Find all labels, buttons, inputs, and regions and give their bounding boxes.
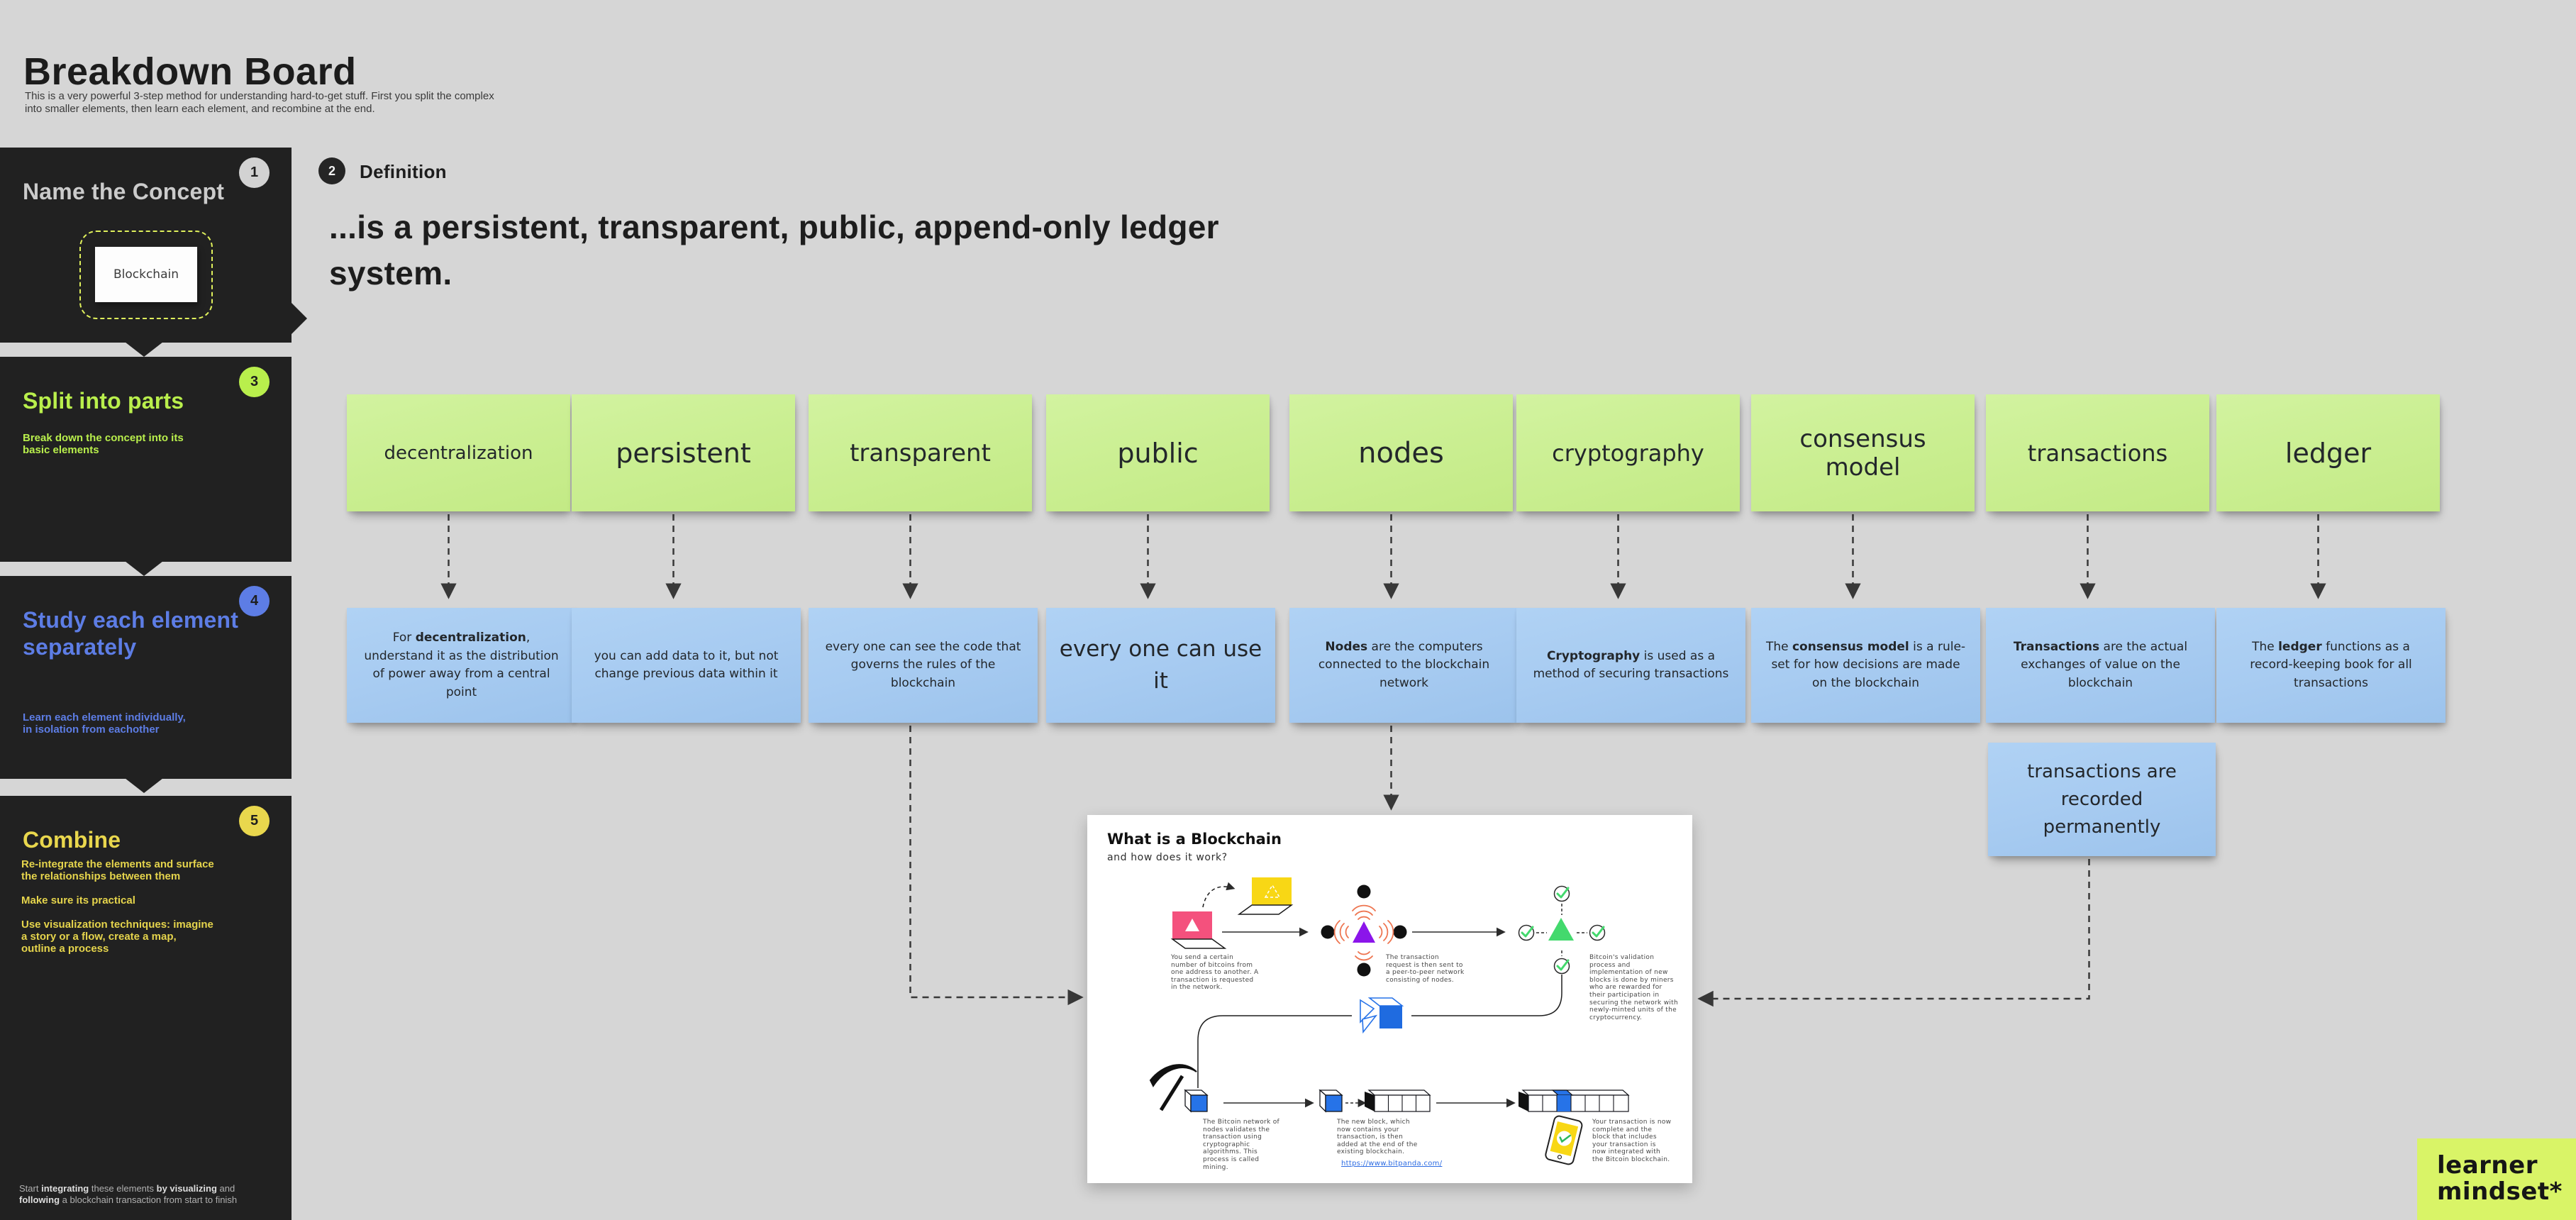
concept-sticky-cryptography[interactable]: cryptography bbox=[1516, 394, 1740, 511]
integration-hint: Start integrating these elements by visu… bbox=[19, 1183, 238, 1205]
infographic-caption: Bitcoin's validation process and impleme… bbox=[1589, 954, 1678, 1021]
new-block-cube-icon bbox=[1360, 997, 1404, 1034]
sender-laptop-icon bbox=[1170, 911, 1227, 949]
chevron-down-icon bbox=[125, 561, 163, 576]
concept-sticky-decentralization[interactable]: decentralization bbox=[347, 394, 570, 511]
blockchain-infographic[interactable]: What is a Blockchain and how does it wor… bbox=[1087, 815, 1692, 1183]
definition-text[interactable]: ...is a persistent, transparent, public,… bbox=[329, 209, 1219, 292]
p2p-network-icon bbox=[1321, 884, 1407, 977]
description-sticky-transparent[interactable]: every one can see the code that governs … bbox=[809, 608, 1038, 723]
step-title: Combine bbox=[23, 826, 121, 853]
concept-sticky-public[interactable]: public bbox=[1046, 394, 1270, 511]
chevron-down-icon bbox=[125, 342, 163, 357]
step-title: Split into parts bbox=[23, 387, 184, 414]
description-sticky-persistent[interactable]: you can add data to it, but not change p… bbox=[572, 608, 801, 723]
blockchain-chain-icon bbox=[1365, 1089, 1431, 1112]
step-panel-name-the-concept: Name the Concept 1 Blockchain bbox=[0, 148, 307, 343]
arrow-right-notch-icon bbox=[292, 303, 307, 334]
description-sticky-decentralization[interactable]: For decentralization, understand it as t… bbox=[347, 608, 576, 723]
infographic-caption: You send a certain number of bitcoins fr… bbox=[1171, 954, 1259, 992]
infographic-art bbox=[1149, 877, 1630, 1165]
page-title: Breakdown Board bbox=[23, 50, 357, 94]
note-sticky-transactions-permanent[interactable]: transactions are recorded permanently bbox=[1988, 743, 2216, 856]
step-panel-split-into-parts: Split into parts 3 Break down the concep… bbox=[0, 357, 292, 562]
concept-sticky-transactions[interactable]: transactions bbox=[1986, 394, 2209, 511]
step-badge: 1 bbox=[239, 157, 270, 188]
concept-sticky-persistent[interactable]: persistent bbox=[572, 394, 795, 511]
step-panel-combine: Combine 5 Re-integrate the elements and … bbox=[0, 796, 292, 1220]
chevron-down-icon bbox=[125, 778, 163, 793]
concept-sticky[interactable]: Blockchain bbox=[95, 247, 197, 302]
step-title: Study each element separately bbox=[23, 606, 239, 660]
logo-line: mindset* bbox=[2437, 1177, 2563, 1206]
phone-confirmation-icon bbox=[1545, 1115, 1583, 1165]
infographic-caption: The new block, which now contains your t… bbox=[1337, 1119, 1418, 1156]
step-note: Re-integrate the elements and surface th… bbox=[21, 858, 214, 882]
step-title: Name the Concept bbox=[23, 178, 225, 204]
step-badge-definition: 2 bbox=[318, 157, 345, 184]
step-badge: 3 bbox=[239, 367, 270, 397]
description-sticky-public[interactable]: every one can use it bbox=[1046, 608, 1275, 723]
infographic-title: What is a Blockchain bbox=[1107, 831, 1282, 848]
mined-block-cube-icon bbox=[1184, 1089, 1209, 1113]
receiver-laptop-icon bbox=[1237, 877, 1294, 915]
source-link[interactable]: https://www.bitpanda.com/ bbox=[1341, 1160, 1443, 1168]
page-subtitle: This is a very powerful 3-step method fo… bbox=[25, 90, 494, 115]
step-panel-study-each-element: Study each element separately 4 Learn ea… bbox=[0, 576, 292, 779]
logo-line: learner bbox=[2437, 1151, 2538, 1180]
description-sticky-consensus-model[interactable]: The consensus model is a rule-set for ho… bbox=[1751, 608, 1980, 723]
step-note: Use visualization techniques: imagine a … bbox=[21, 919, 213, 955]
infographic-caption: The Bitcoin network of nodes validates t… bbox=[1203, 1119, 1280, 1171]
infographic-subtitle: and how does it work? bbox=[1107, 852, 1228, 863]
block-cube-icon bbox=[1318, 1089, 1343, 1113]
learner-mindset-logo: learner mindset* bbox=[2417, 1138, 2576, 1220]
step-badge: 5 bbox=[239, 806, 270, 836]
description-sticky-transactions[interactable]: Transactions are the actual exchanges of… bbox=[1986, 608, 2215, 723]
description-sticky-ledger[interactable]: The ledger functions as a record-keeping… bbox=[2216, 608, 2445, 723]
blockchain-with-new-block-icon bbox=[1519, 1089, 1630, 1112]
description-sticky-nodes[interactable]: Nodes are the computers connected to the… bbox=[1289, 608, 1519, 723]
infographic-caption: The transaction request is then sent to … bbox=[1386, 954, 1465, 984]
miner-validation-icon bbox=[1518, 885, 1606, 975]
step-note: Learn each element individually, in isol… bbox=[23, 711, 186, 736]
concept-sticky-nodes[interactable]: nodes bbox=[1289, 394, 1513, 511]
send-arrow bbox=[1202, 882, 1236, 908]
pickaxe-icon bbox=[1149, 1064, 1197, 1111]
step-badge: 4 bbox=[239, 586, 270, 616]
step-note: Make sure its practical bbox=[21, 894, 135, 906]
step-notes: Re-integrate the elements and surface th… bbox=[21, 858, 214, 967]
concept-sticky-consensus-model[interactable]: consensus model bbox=[1751, 394, 1975, 511]
concept-sticky-ledger[interactable]: ledger bbox=[2216, 394, 2440, 511]
concept-sticky-transparent[interactable]: transparent bbox=[809, 394, 1032, 511]
infographic-caption: Your transaction is now complete and the… bbox=[1592, 1119, 1672, 1164]
description-sticky-cryptography[interactable]: Cryptography is used as a method of secu… bbox=[1516, 608, 1745, 723]
concept-drop-zone: Blockchain bbox=[79, 231, 213, 319]
step-note: Break down the concept into its basic el… bbox=[23, 432, 184, 456]
definition-label: Definition bbox=[360, 161, 447, 182]
